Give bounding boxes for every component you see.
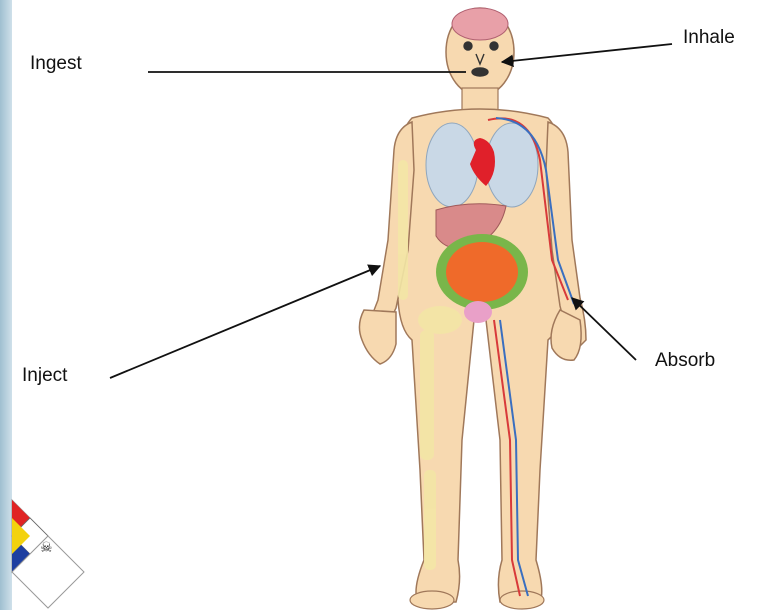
inhale-arrow xyxy=(502,44,672,62)
label-inject: Inject xyxy=(22,365,67,387)
inject-arrow xyxy=(110,266,380,378)
brain-organ xyxy=(452,8,508,40)
small-intestine-organ xyxy=(446,242,518,302)
label-inhale: Inhale xyxy=(683,27,735,49)
svg-text:☠: ☠ xyxy=(40,540,53,556)
nfpa-hazard-diamond-icon: ☠ xyxy=(12,500,84,608)
label-ingest: Ingest xyxy=(30,53,82,75)
label-absorb: Absorb xyxy=(655,350,715,372)
bladder-organ xyxy=(464,301,492,323)
